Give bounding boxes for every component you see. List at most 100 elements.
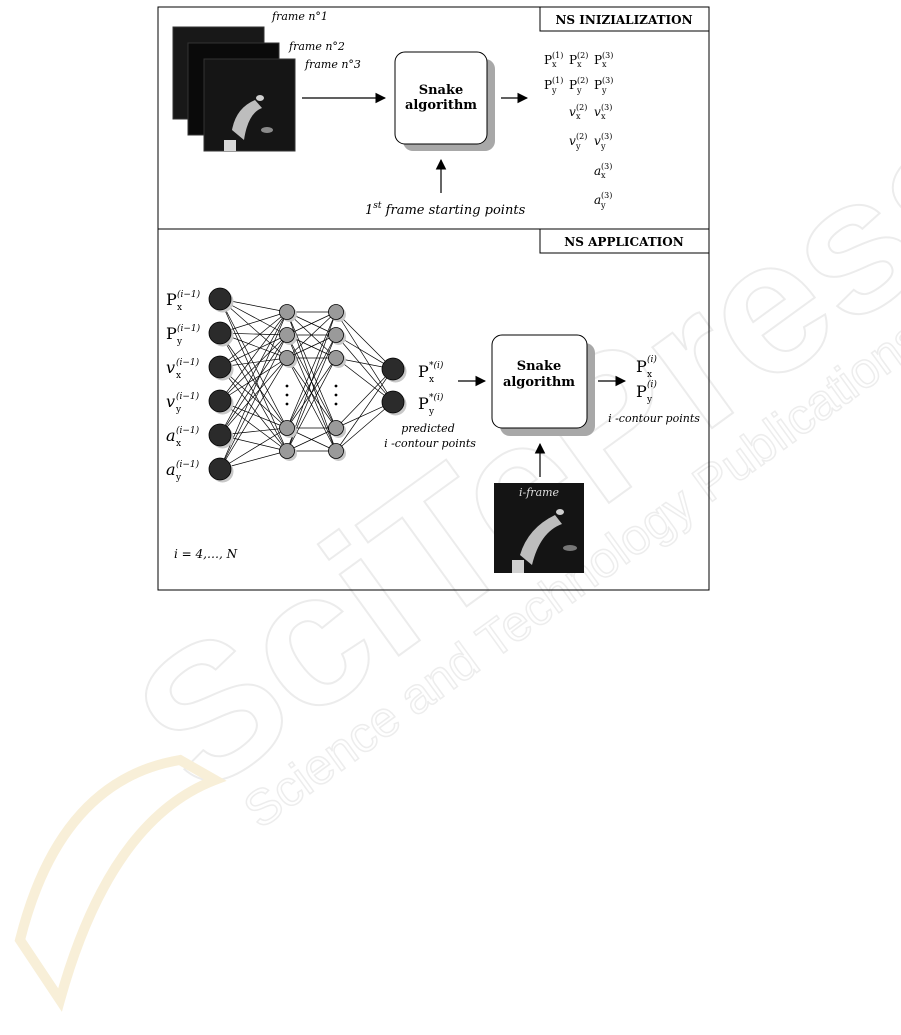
nn-hidden1-node [279, 327, 295, 343]
svg-text:*(i): *(i) [429, 360, 444, 371]
svg-text:(i): (i) [647, 354, 657, 365]
nn-input-node [208, 389, 232, 413]
nn-nodes [208, 287, 407, 483]
svg-text:x: x [576, 112, 581, 121]
svg-text:y: y [575, 142, 581, 151]
starting-points-label: 1st frame starting points [365, 201, 526, 218]
snake-box-top: Snake algorithm [394, 51, 495, 151]
nn-edge [286, 334, 337, 359]
svg-text:(3): (3) [601, 191, 612, 200]
nn-edge [219, 298, 288, 452]
svg-text:(i−1): (i−1) [177, 323, 201, 334]
nn-hidden1-node [279, 420, 295, 436]
nn-edge [286, 311, 337, 359]
nn-edge [219, 332, 288, 452]
starting-points-suffix: frame starting points [382, 203, 526, 218]
svg-text:y: y [175, 473, 182, 483]
nn-edge [219, 332, 288, 429]
hidden-ellipsis [285, 384, 338, 406]
nn-edge [219, 427, 288, 470]
nn-edge [219, 357, 288, 470]
nn-edge [219, 366, 288, 452]
nn-hidden2-node [328, 420, 344, 436]
nn-hidden1-node [279, 350, 295, 366]
svg-text:x: x [601, 112, 606, 121]
snake-box-bottom-line2: algorithm [503, 375, 575, 390]
svg-text:a: a [594, 193, 601, 207]
svg-text:x: x [429, 375, 434, 385]
bottom-panel-title: NS APPLICATION [564, 235, 683, 249]
nn-edge [335, 368, 394, 429]
nn-edge [335, 401, 394, 452]
nn-edge [286, 357, 337, 452]
nn-edge [219, 334, 288, 402]
svg-text:y: y [175, 405, 182, 415]
svg-text:v: v [569, 105, 576, 119]
svg-text:P: P [544, 53, 552, 67]
iframe-label: i-frame [519, 486, 560, 499]
svg-text:y: y [646, 395, 653, 405]
svg-text:(i−1): (i−1) [176, 459, 200, 470]
nn-edge [219, 334, 288, 368]
svg-text:x: x [577, 60, 582, 69]
svg-text:P: P [418, 394, 429, 413]
svg-text:(1): (1) [552, 51, 563, 60]
svg-text:y: y [600, 201, 606, 210]
nn-edge [335, 334, 394, 403]
nn-connections [219, 298, 394, 470]
nn-edge [219, 311, 288, 436]
svg-text:(i): (i) [647, 379, 657, 390]
iframe-image: i-frame [494, 483, 584, 573]
nn-edge [335, 311, 394, 370]
svg-text:P: P [569, 78, 577, 92]
nn-hidden2-node [328, 304, 344, 320]
svg-text:v: v [594, 105, 601, 119]
svg-text:y: y [176, 337, 183, 347]
nn-edge [335, 311, 394, 403]
svg-text:y: y [576, 86, 582, 95]
nn-hidden2-node [328, 327, 344, 343]
watermark-logo [14, 754, 227, 1012]
svg-text:P: P [636, 382, 647, 401]
nn-edge [286, 427, 337, 452]
svg-text:v: v [594, 134, 601, 148]
nn-edge [219, 311, 288, 402]
nn-edge [219, 357, 288, 402]
svg-text:P: P [166, 324, 177, 343]
svg-text:*(i): *(i) [429, 392, 444, 403]
top-panel: NS INIZIALIZATION frame n°1 frame n°2 fr… [157, 6, 710, 230]
nn-input-node [208, 321, 232, 345]
nn-input-node [208, 287, 232, 311]
svg-text:y: y [551, 86, 557, 95]
nn-edge [219, 334, 288, 470]
snake-box-bottom: Snake algorithm [491, 334, 595, 436]
snake-box-top-line2: algorithm [405, 98, 477, 113]
video-frames [172, 26, 296, 152]
nn-hidden1-node [279, 443, 295, 459]
svg-text:(1): (1) [552, 76, 563, 85]
svg-text:(3): (3) [601, 162, 612, 171]
nn-hidden1-node [279, 304, 295, 320]
svg-text:y: y [601, 86, 607, 95]
svg-text:x: x [601, 171, 606, 180]
svg-text:(3): (3) [602, 51, 613, 60]
svg-text:P: P [569, 53, 577, 67]
svg-text:(3): (3) [602, 76, 613, 85]
